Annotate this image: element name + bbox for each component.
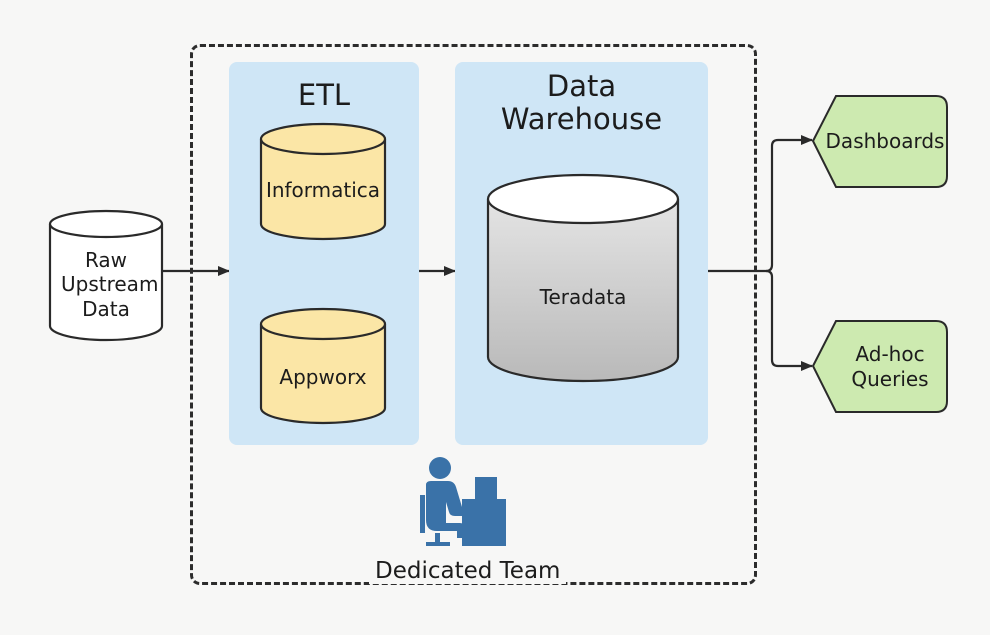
etl-title: ETL xyxy=(297,78,351,112)
raw-upstream-data-node: Raw Upstream Data xyxy=(47,208,165,342)
teradata-cylinder: Teradata xyxy=(486,173,680,383)
dashboards-output: Dashboards xyxy=(810,93,950,190)
data-warehouse-title: Data Warehouse xyxy=(500,69,663,137)
raw-data-label: Raw Upstream Data xyxy=(61,248,159,321)
adhoc-queries-label: Ad-hoc Queries xyxy=(851,342,929,391)
adhoc-queries-output: Ad-hoc Queries xyxy=(810,318,950,415)
etl-panel: ETL Informatica Appworx xyxy=(229,62,419,445)
teradata-label: Teradata xyxy=(539,285,627,309)
appworx-cylinder: Appworx xyxy=(259,307,387,425)
person-at-computer-icon xyxy=(420,457,506,546)
data-warehouse-panel: Data Warehouse Teradata xyxy=(455,62,708,445)
dedicated-team-label: Dedicated Team xyxy=(369,558,567,584)
dashboards-label: Dashboards xyxy=(825,129,945,153)
raw-data-cylinder xyxy=(48,209,164,342)
adhoc-queries-shape xyxy=(811,320,948,413)
dashboards-shape xyxy=(811,95,948,188)
informatica-label: Informatica xyxy=(266,178,380,202)
informatica-cylinder: Informatica xyxy=(259,122,387,241)
connector-warehouse-branch-lower xyxy=(765,269,813,371)
appworx-label: Appworx xyxy=(279,365,366,389)
